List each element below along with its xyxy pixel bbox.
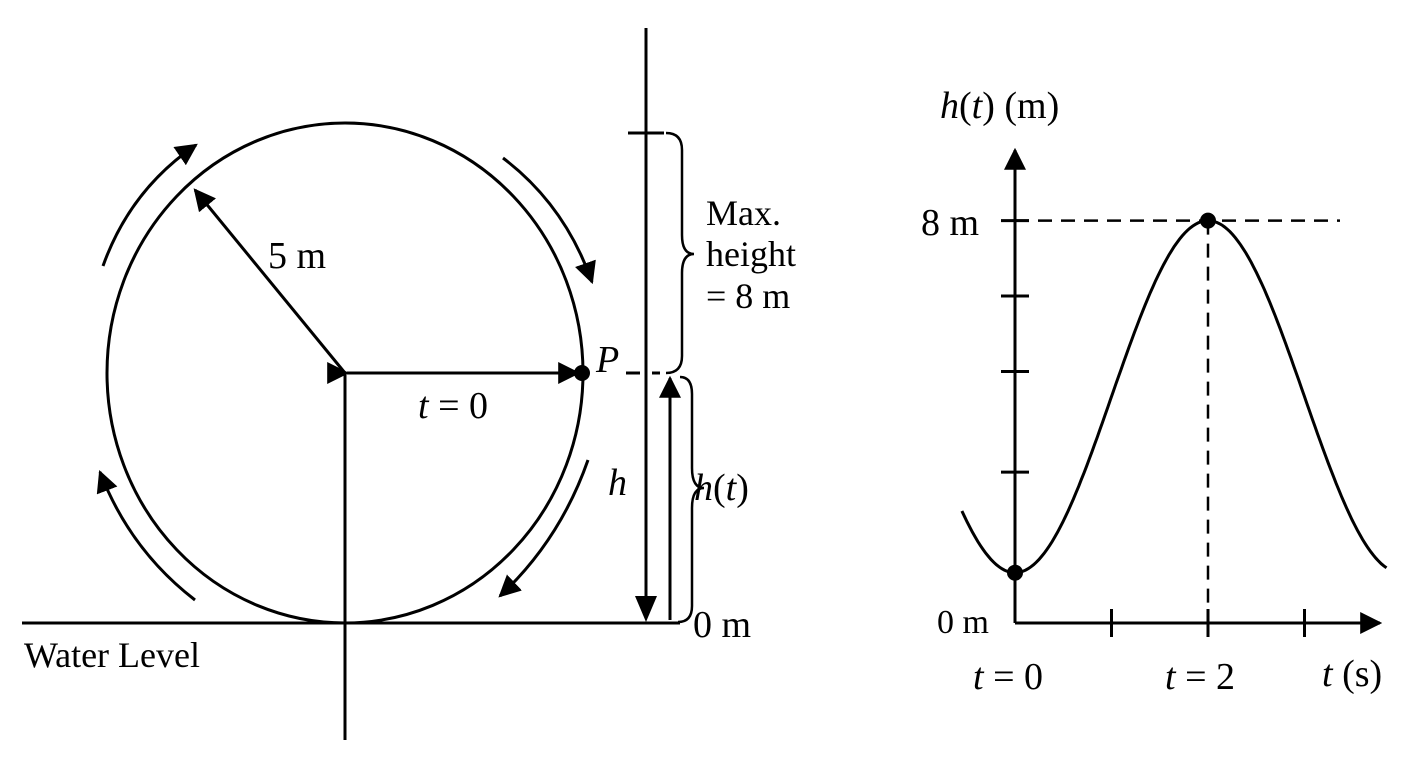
h-label: h [608, 462, 627, 504]
radius-label: 5 m [268, 235, 326, 277]
y-zero-label: 0 m [937, 604, 989, 641]
water-level-label: Water Level [24, 635, 200, 675]
rotation-arrow-top-left [101, 143, 198, 267]
max-height-label: Max. height = 8 m [706, 193, 805, 316]
point-p-label: P [595, 339, 619, 381]
x-axis-title: t (s) [1322, 653, 1382, 695]
x-t0-label: t = 0 [973, 656, 1043, 698]
y-max-label: 8 m [921, 202, 979, 244]
max-height-brace [665, 131, 695, 375]
point-p [574, 365, 590, 381]
zero-m-label: 0 m [693, 604, 751, 646]
h-arrowhead-bottom [635, 596, 657, 622]
peak-point [1200, 212, 1216, 229]
rotation-arrow-bottom-left [96, 469, 196, 602]
x-t2-label: t = 2 [1165, 656, 1235, 698]
ht-brace [677, 375, 705, 624]
ht-label: h(t) [694, 467, 749, 509]
t0-label: t = 0 [418, 385, 488, 427]
height-curve [960, 219, 1388, 575]
y-axis-title: h(t) (m) [940, 85, 1059, 127]
radius-arrow [193, 188, 347, 374]
min-point [1007, 564, 1023, 581]
rotation-arrow-top-right [502, 156, 596, 285]
marked-points [1007, 212, 1216, 581]
wheel-diagram: 5 m t = 0 P h h(t) Max. height = 8 m 0 m… [22, 28, 805, 740]
rotation-arrow-bottom-right [498, 459, 590, 598]
height-graph: h(t) (m) 8 m 0 m t = 0 t = 2 t (s) [921, 85, 1388, 698]
